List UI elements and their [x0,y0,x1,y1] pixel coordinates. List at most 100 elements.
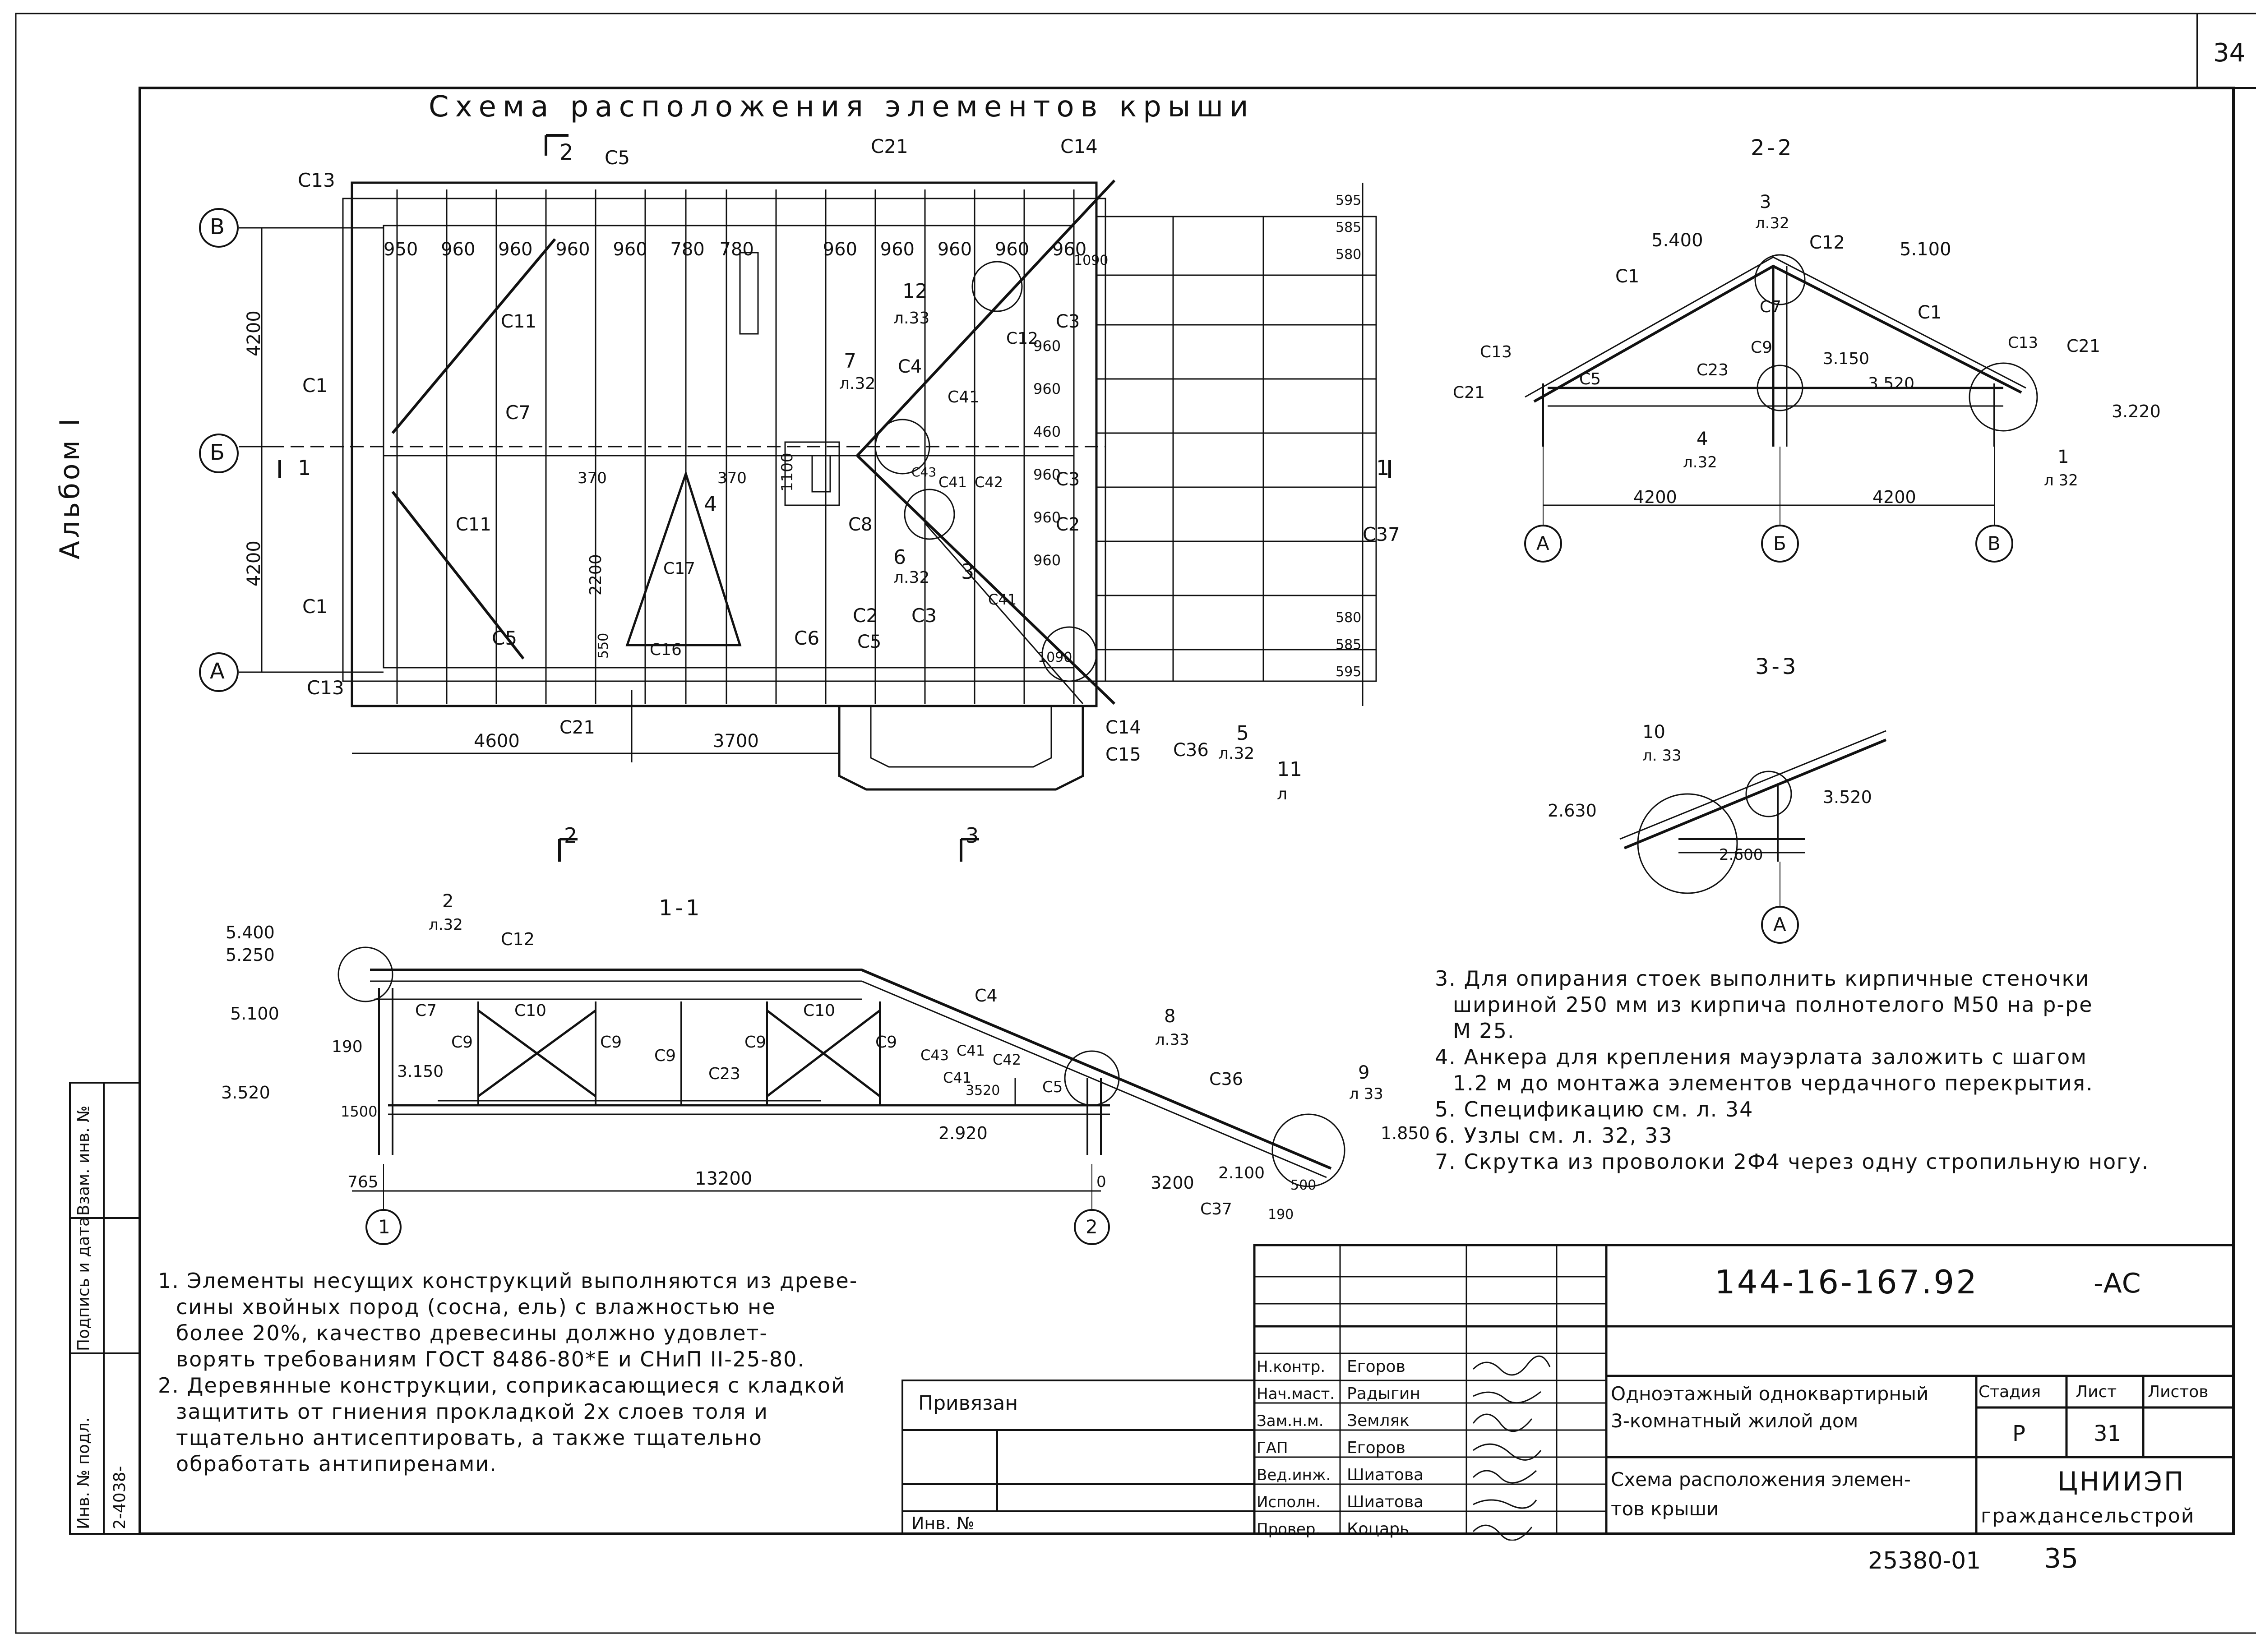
plan-dim-370-left: 370 [578,469,607,487]
label-c14-bottom: С14 [1105,717,1141,738]
s22-node-4: 4 [1697,429,1708,449]
dim-center-col: 960 [1033,337,1061,355]
note-line: 4. Анкера для крепления мауэрлата заложи… [1435,1045,2087,1069]
s22-mark-3150: 3.150 [1823,350,1870,368]
s11-c42: С42 [993,1051,1022,1068]
dim-right-lower: 585 [1336,637,1362,653]
s11-mark-2920: 2.920 [938,1123,988,1143]
tb-role: Н.контр. [1257,1358,1326,1376]
s11-c9-d: С9 [744,1033,767,1052]
plan-dims-top-row: 950 960 960 960 960 780 780 960 960 960 … [384,239,1086,260]
s11-dim-0: 0 [1096,1173,1106,1191]
s22-c5: С5 [1579,370,1601,388]
label-c5-mid: С5 [857,632,882,652]
label-c12: С12 [1006,329,1038,348]
signatures [1472,1355,1551,1541]
s11-c9-a: С9 [451,1033,473,1052]
tb-role: ГАП [1257,1439,1288,1457]
stage-value: Р [2012,1421,2025,1446]
s22-c21-left: С21 [1453,383,1485,402]
s22-c23: С23 [1697,361,1729,379]
s11-c23: С23 [708,1065,740,1083]
dim-top: 960 [498,239,533,260]
dim-top: 780 [670,239,705,260]
s22-c13-left: С13 [1480,343,1512,361]
plan-dim-1090-bottom: 1090 [1038,650,1073,665]
s22-axis-v: В [1988,532,2001,554]
plan-dim-4200-lower: 4200 [244,540,264,586]
dim-top: 960 [613,239,647,260]
node-12: 12 [902,280,928,303]
s22-dim-left: 4200 [1633,487,1677,507]
s11-dim-190b: 190 [1268,1207,1294,1223]
dim-right-lower: 595 [1336,664,1362,680]
note-line: обработать антипиренами. [176,1452,497,1476]
s11-mark-5400: 5.400 [226,923,275,942]
s22-c1-right: С1 [1918,302,1942,323]
note-line: 3. Для опирания стоек выполнить кирпичны… [1435,966,2090,991]
label-c41-c: С41 [988,591,1017,608]
label-c41-a: С41 [948,388,980,406]
footer-page: 35 [2044,1543,2079,1574]
tb-name: Егоров [1347,1439,1405,1457]
tb-name: Коцарь [1347,1520,1410,1538]
dim-center-col: 960 [1033,380,1061,397]
plan-axis-a: А [210,659,225,684]
node-5-sheet: л.32 [1218,744,1255,763]
dim-center-col: 460 [1033,423,1061,440]
label-c6: С6 [794,627,820,649]
label-c11-lower: С11 [456,514,491,535]
note-line: 2. Деревянные конструкции, соприкасающие… [158,1373,846,1398]
s11-node-2-sheet: л.32 [429,916,463,934]
s22-c7: С7 [1760,298,1782,316]
plan-dims-center-col: 960 960 460 960 960 960 [1033,325,1061,582]
side-stamp-replace-inv: Взам. инв. № [74,1105,93,1216]
s11-c10-b: С10 [803,1001,835,1020]
s22-node-1: 1 [2057,447,2069,467]
s11-node-8-sheet: л.33 [1155,1031,1189,1049]
note-line: сины хвойных пород (сосна, ель) с влажно… [176,1295,776,1319]
s11-c9-e: С9 [875,1033,897,1052]
s22-axis-a: А [1536,532,1549,554]
label-c14-top: С14 [1060,135,1098,157]
s11-c41-b: С41 [943,1069,972,1086]
s11-dim-190: 190 [332,1038,363,1056]
label-c16: С16 [650,641,682,659]
side-stamp-inv: Инв. № подл. [74,1417,93,1529]
s11-c4: С4 [975,986,998,1006]
project-line1: Одноэтажный одноквартирный [1611,1383,1929,1405]
label-c5-bottom: С5 [492,627,518,649]
dim-center-col: 960 [1033,552,1061,569]
tb-role: Зам.н.м. [1257,1412,1324,1430]
plan-dim-4600: 4600 [474,731,520,752]
dim-center-col: 960 [1033,509,1061,526]
plan-dims-right-upper: 595 585 580 [1336,187,1361,268]
label-c43: С43 [911,465,937,480]
dim-top: 780 [719,239,754,260]
cut-3-below: 3 [966,823,979,848]
s11-dim-765: 765 [347,1173,379,1191]
label-c1-lower: С1 [302,595,328,618]
doc-code: 144-16-167.92 [1715,1263,1979,1301]
doc-code-suffix: -АС [2094,1268,2141,1299]
node-6: 6 [893,546,906,569]
label-c3-right-b: С3 [1056,469,1080,490]
label-c4: С4 [898,356,922,377]
tb-name: Егоров [1347,1357,1405,1376]
dim-top: 960 [994,239,1030,260]
section-11-title: 1-1 [659,895,703,921]
s11-c43: С43 [920,1047,949,1064]
label-c41-b: С41 [938,474,967,491]
s11-dim-3200: 3200 [1151,1173,1194,1193]
tb-role: Нач.маст. [1257,1385,1335,1403]
note-line: 1.2 м до монтажа элементов чердачного пе… [1453,1071,2094,1095]
side-stamp-sign-date: Подпись и дата [74,1216,93,1351]
plan-axis-v: В [210,214,225,240]
plan-dim-1100: 1100 [778,452,796,492]
s22-mark-3520: 3.520 [1868,374,1915,393]
note-line: защитить от гниения прокладкой 2х слоев … [176,1399,768,1424]
label-c37: С37 [1363,523,1400,545]
plan-cut-2: 2 [559,140,573,165]
dim-right-upper: 585 [1336,220,1362,235]
s11-c36: С36 [1209,1069,1243,1089]
